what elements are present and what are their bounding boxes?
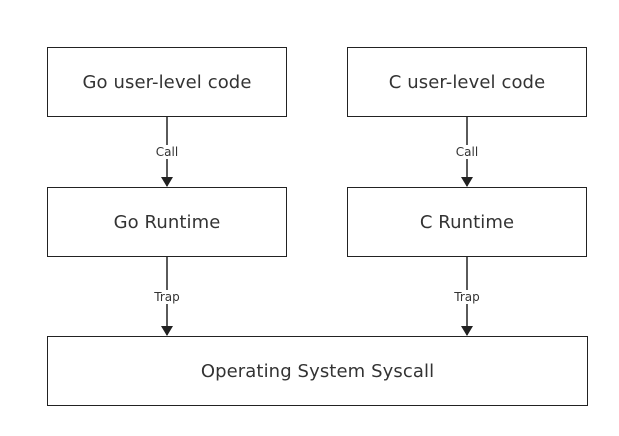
node-operating-system-syscall: Operating System Syscall	[47, 336, 588, 406]
edge-label-c-trap: Trap	[452, 290, 482, 304]
edge-label-c-call: Call	[453, 145, 481, 159]
edge-label-go-call: Call	[153, 145, 181, 159]
node-go-runtime: Go Runtime	[47, 187, 287, 257]
node-label: C user-level code	[388, 71, 546, 93]
node-c-user-level-code: C user-level code	[347, 47, 587, 117]
node-go-user-level-code: Go user-level code	[47, 47, 287, 117]
node-c-runtime: C Runtime	[347, 187, 587, 257]
node-label: Go user-level code	[82, 71, 252, 93]
edge-label-go-trap: Trap	[152, 290, 182, 304]
node-label: Go Runtime	[113, 211, 221, 233]
node-label: Operating System Syscall	[200, 360, 435, 382]
node-label: C Runtime	[419, 211, 515, 233]
